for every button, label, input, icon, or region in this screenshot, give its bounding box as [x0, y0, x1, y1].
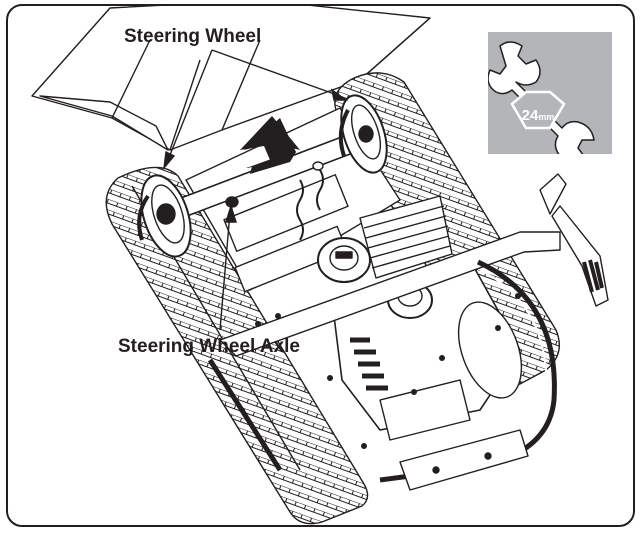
wrench-icon — [487, 41, 595, 161]
leader-lines — [163, 49, 349, 331]
wrench-size-value: 24 — [521, 107, 539, 124]
tool-panel — [487, 32, 612, 161]
wrench-size-unit: mm — [538, 112, 555, 122]
bolts — [255, 293, 521, 449]
rear-plate — [399, 429, 529, 491]
hopper — [31, 6, 431, 151]
right-steering-wheel — [338, 94, 388, 174]
size-hexagon — [510, 90, 566, 130]
steering-wheel-axle-label: Steering Wheel Axle — [118, 336, 300, 357]
steering-wheel-label: Steering Wheel — [124, 26, 262, 47]
left-steering-wheel — [137, 174, 192, 258]
wrench-size: 24mm — [512, 106, 564, 127]
